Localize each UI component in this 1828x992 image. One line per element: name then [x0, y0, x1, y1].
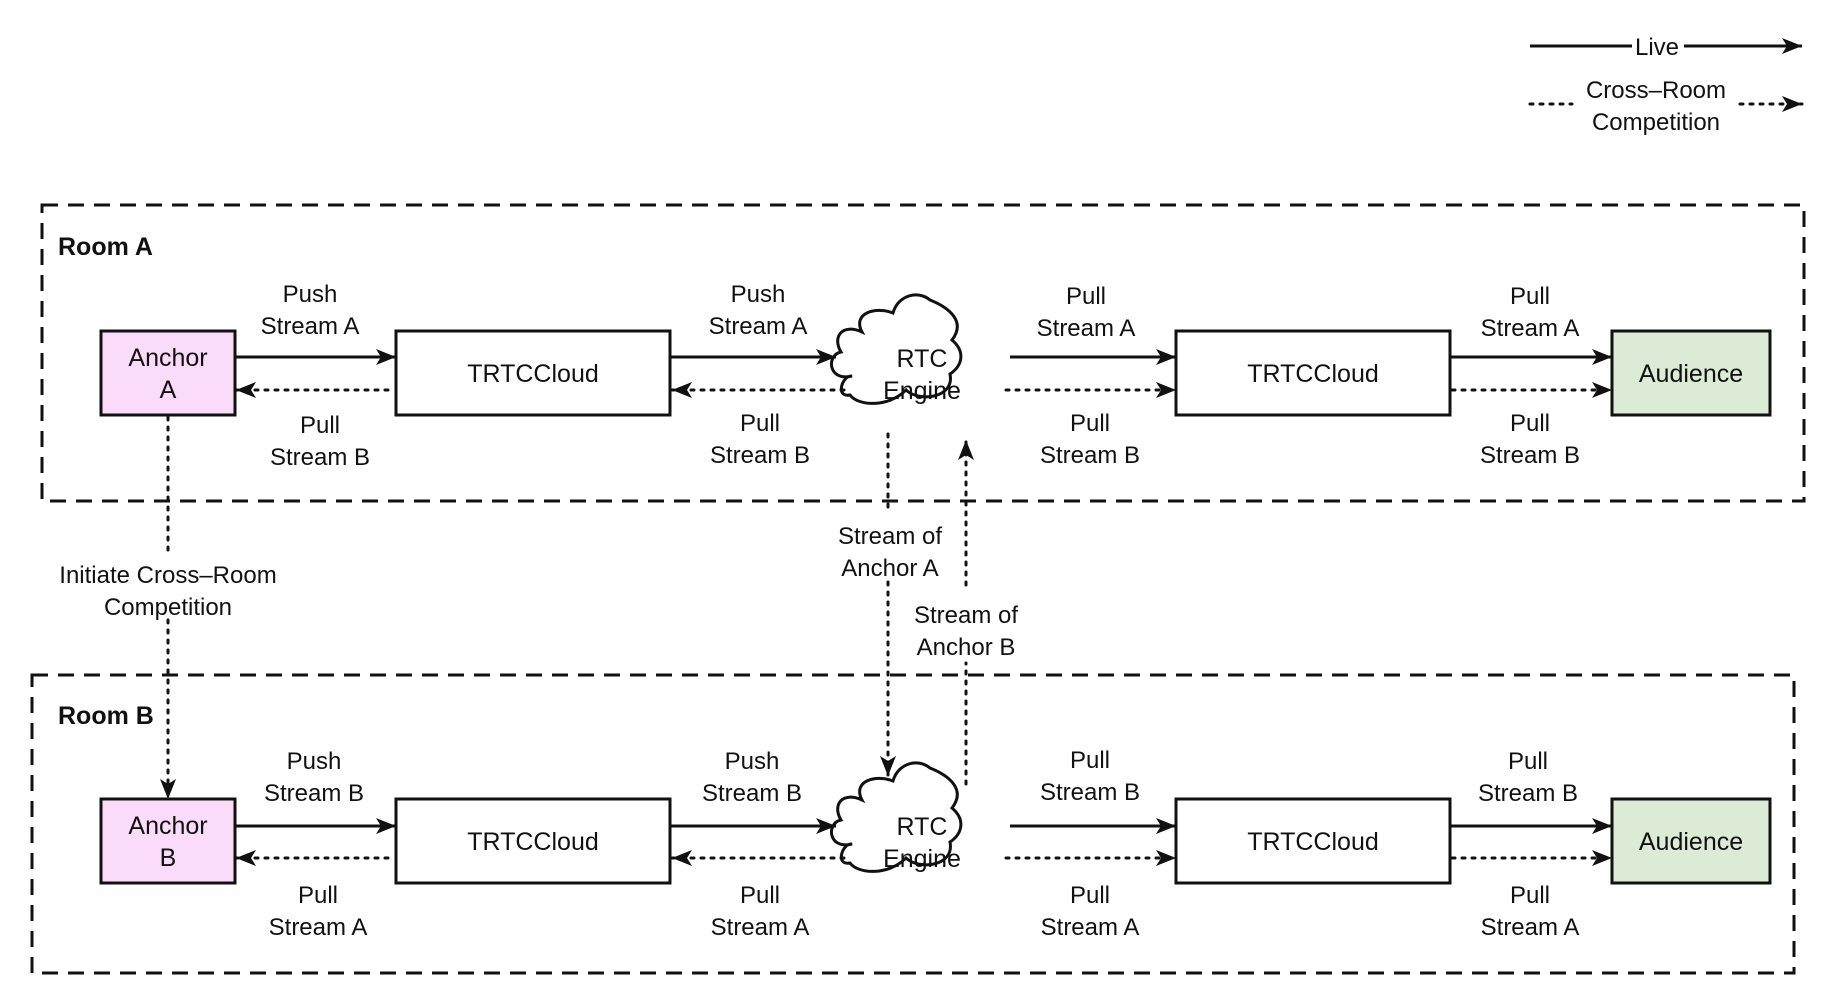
room-b-audience-label: Audience	[1639, 828, 1743, 856]
room-a-pull-cross-label-4a: Pull	[1510, 410, 1550, 437]
room-a: Room A Anchor A TRTCCloud RTC Engine TRT…	[40, 203, 1806, 503]
anchor-a-label-1: Anchor	[128, 344, 207, 372]
room-a-pull-cross-label-4b: Stream B	[1480, 442, 1580, 469]
room-a-trtccloud-right-box	[1174, 329, 1452, 417]
initiate-competition-label-2: Competition	[104, 594, 232, 621]
room-b-trtccloud-right-box	[1174, 797, 1452, 885]
anchor-b-label-2: B	[160, 844, 177, 872]
room-b-trtccloud-left-box	[394, 797, 672, 885]
room-b-pull-cross-label-3b: Stream A	[1041, 914, 1140, 941]
anchor-a-box	[99, 329, 237, 417]
room-b-pull-live-label-1b: Stream B	[1040, 779, 1140, 806]
room-a-push-label-2a: Push	[731, 281, 786, 308]
room-a-pull-live-label-2a: Pull	[1510, 283, 1550, 310]
room-a-rtc-engine-label-2: Engine	[883, 377, 961, 405]
room-a-pull-cross-label-3a: Pull	[1070, 410, 1110, 437]
anchor-b-box	[99, 797, 237, 885]
room-b-rtc-engine-label-1: RTC	[897, 813, 948, 841]
room-a-title: Room A	[58, 233, 153, 261]
room-b-rtc-engine-label-2: Engine	[883, 845, 961, 873]
room-a-pull-live-label-2b: Stream A	[1481, 315, 1580, 342]
room-a-push-label-1a: Push	[283, 281, 338, 308]
room-a-pull-cross-label-2b: Stream B	[710, 442, 810, 469]
stream-of-anchor-a-label-2: Anchor A	[841, 555, 938, 582]
room-a-trtccloud-left-box	[394, 329, 672, 417]
room-b: Room B Anchor B TRTCCloud RTC Engine TRT…	[30, 673, 1796, 975]
room-b-pull-cross-label-1b: Stream A	[269, 914, 368, 941]
room-b-rtc-engine-cloud	[830, 761, 963, 873]
room-b-pull-cross-label-3a: Pull	[1070, 882, 1110, 909]
room-b-pull-cross-label-2a: Pull	[740, 882, 780, 909]
room-a-boundary	[40, 203, 1806, 503]
room-b-push-label-1a: Push	[287, 748, 342, 775]
room-b-pull-live-label-1a: Pull	[1070, 747, 1110, 774]
room-a-push-label-2b: Stream A	[709, 313, 808, 340]
stream-of-anchor-b-label-1: Stream of	[914, 602, 1018, 629]
room-b-trtccloud-right-label: TRTCCloud	[1247, 828, 1379, 856]
room-a-rtc-engine-label-1: RTC	[897, 345, 948, 373]
room-a-trtccloud-right-label: TRTCCloud	[1247, 360, 1379, 388]
room-b-trtccloud-left-label: TRTCCloud	[467, 828, 599, 856]
room-a-push-label-1b: Stream A	[261, 313, 360, 340]
room-a-pull-live-label-1b: Stream A	[1037, 315, 1136, 342]
room-b-boundary	[30, 673, 1796, 975]
room-a-audience-label: Audience	[1639, 360, 1743, 388]
room-b-push-label-2a: Push	[725, 748, 780, 775]
room-a-pull-cross-label-3b: Stream B	[1040, 442, 1140, 469]
stream-of-anchor-b-label-2: Anchor B	[917, 634, 1016, 661]
room-b-pull-cross-label-4a: Pull	[1510, 882, 1550, 909]
anchor-b-label-1: Anchor	[128, 812, 207, 840]
room-b-audience-box	[1610, 797, 1772, 885]
room-b-push-label-1b: Stream B	[264, 780, 364, 807]
legend: Live Cross–Room Competition	[1528, 34, 1804, 136]
room-b-pull-cross-label-1a: Pull	[298, 882, 338, 909]
room-a-pull-live-label-1a: Pull	[1066, 283, 1106, 310]
room-b-push-label-2b: Stream B	[702, 780, 802, 807]
initiate-competition-label-1: Initiate Cross–Room	[59, 562, 276, 589]
room-a-rtc-engine-cloud	[830, 293, 963, 405]
room-b-pull-cross-label-4b: Stream A	[1481, 914, 1580, 941]
room-b-pull-live-label-2b: Stream B	[1478, 780, 1578, 807]
room-a-pull-cross-label-2a: Pull	[740, 410, 780, 437]
room-b-pull-cross-label-2b: Stream A	[711, 914, 810, 941]
room-b-title: Room B	[58, 702, 154, 730]
room-a-audience-box	[1610, 329, 1772, 417]
room-a-pull-cross-label-1b: Stream B	[270, 444, 370, 471]
room-a-pull-cross-label-1a: Pull	[300, 412, 340, 439]
legend-cross-room-label-2: Competition	[1592, 109, 1720, 136]
room-b-pull-live-label-2a: Pull	[1508, 748, 1548, 775]
cross-room-connections: Initiate Cross–Room Competition Stream o…	[59, 415, 1018, 801]
legend-cross-room-label-1: Cross–Room	[1586, 77, 1726, 104]
anchor-a-label-2: A	[160, 376, 177, 404]
stream-of-anchor-a-label-1: Stream of	[838, 523, 942, 550]
legend-live-label: Live	[1635, 34, 1679, 61]
room-a-trtccloud-left-label: TRTCCloud	[467, 360, 599, 388]
